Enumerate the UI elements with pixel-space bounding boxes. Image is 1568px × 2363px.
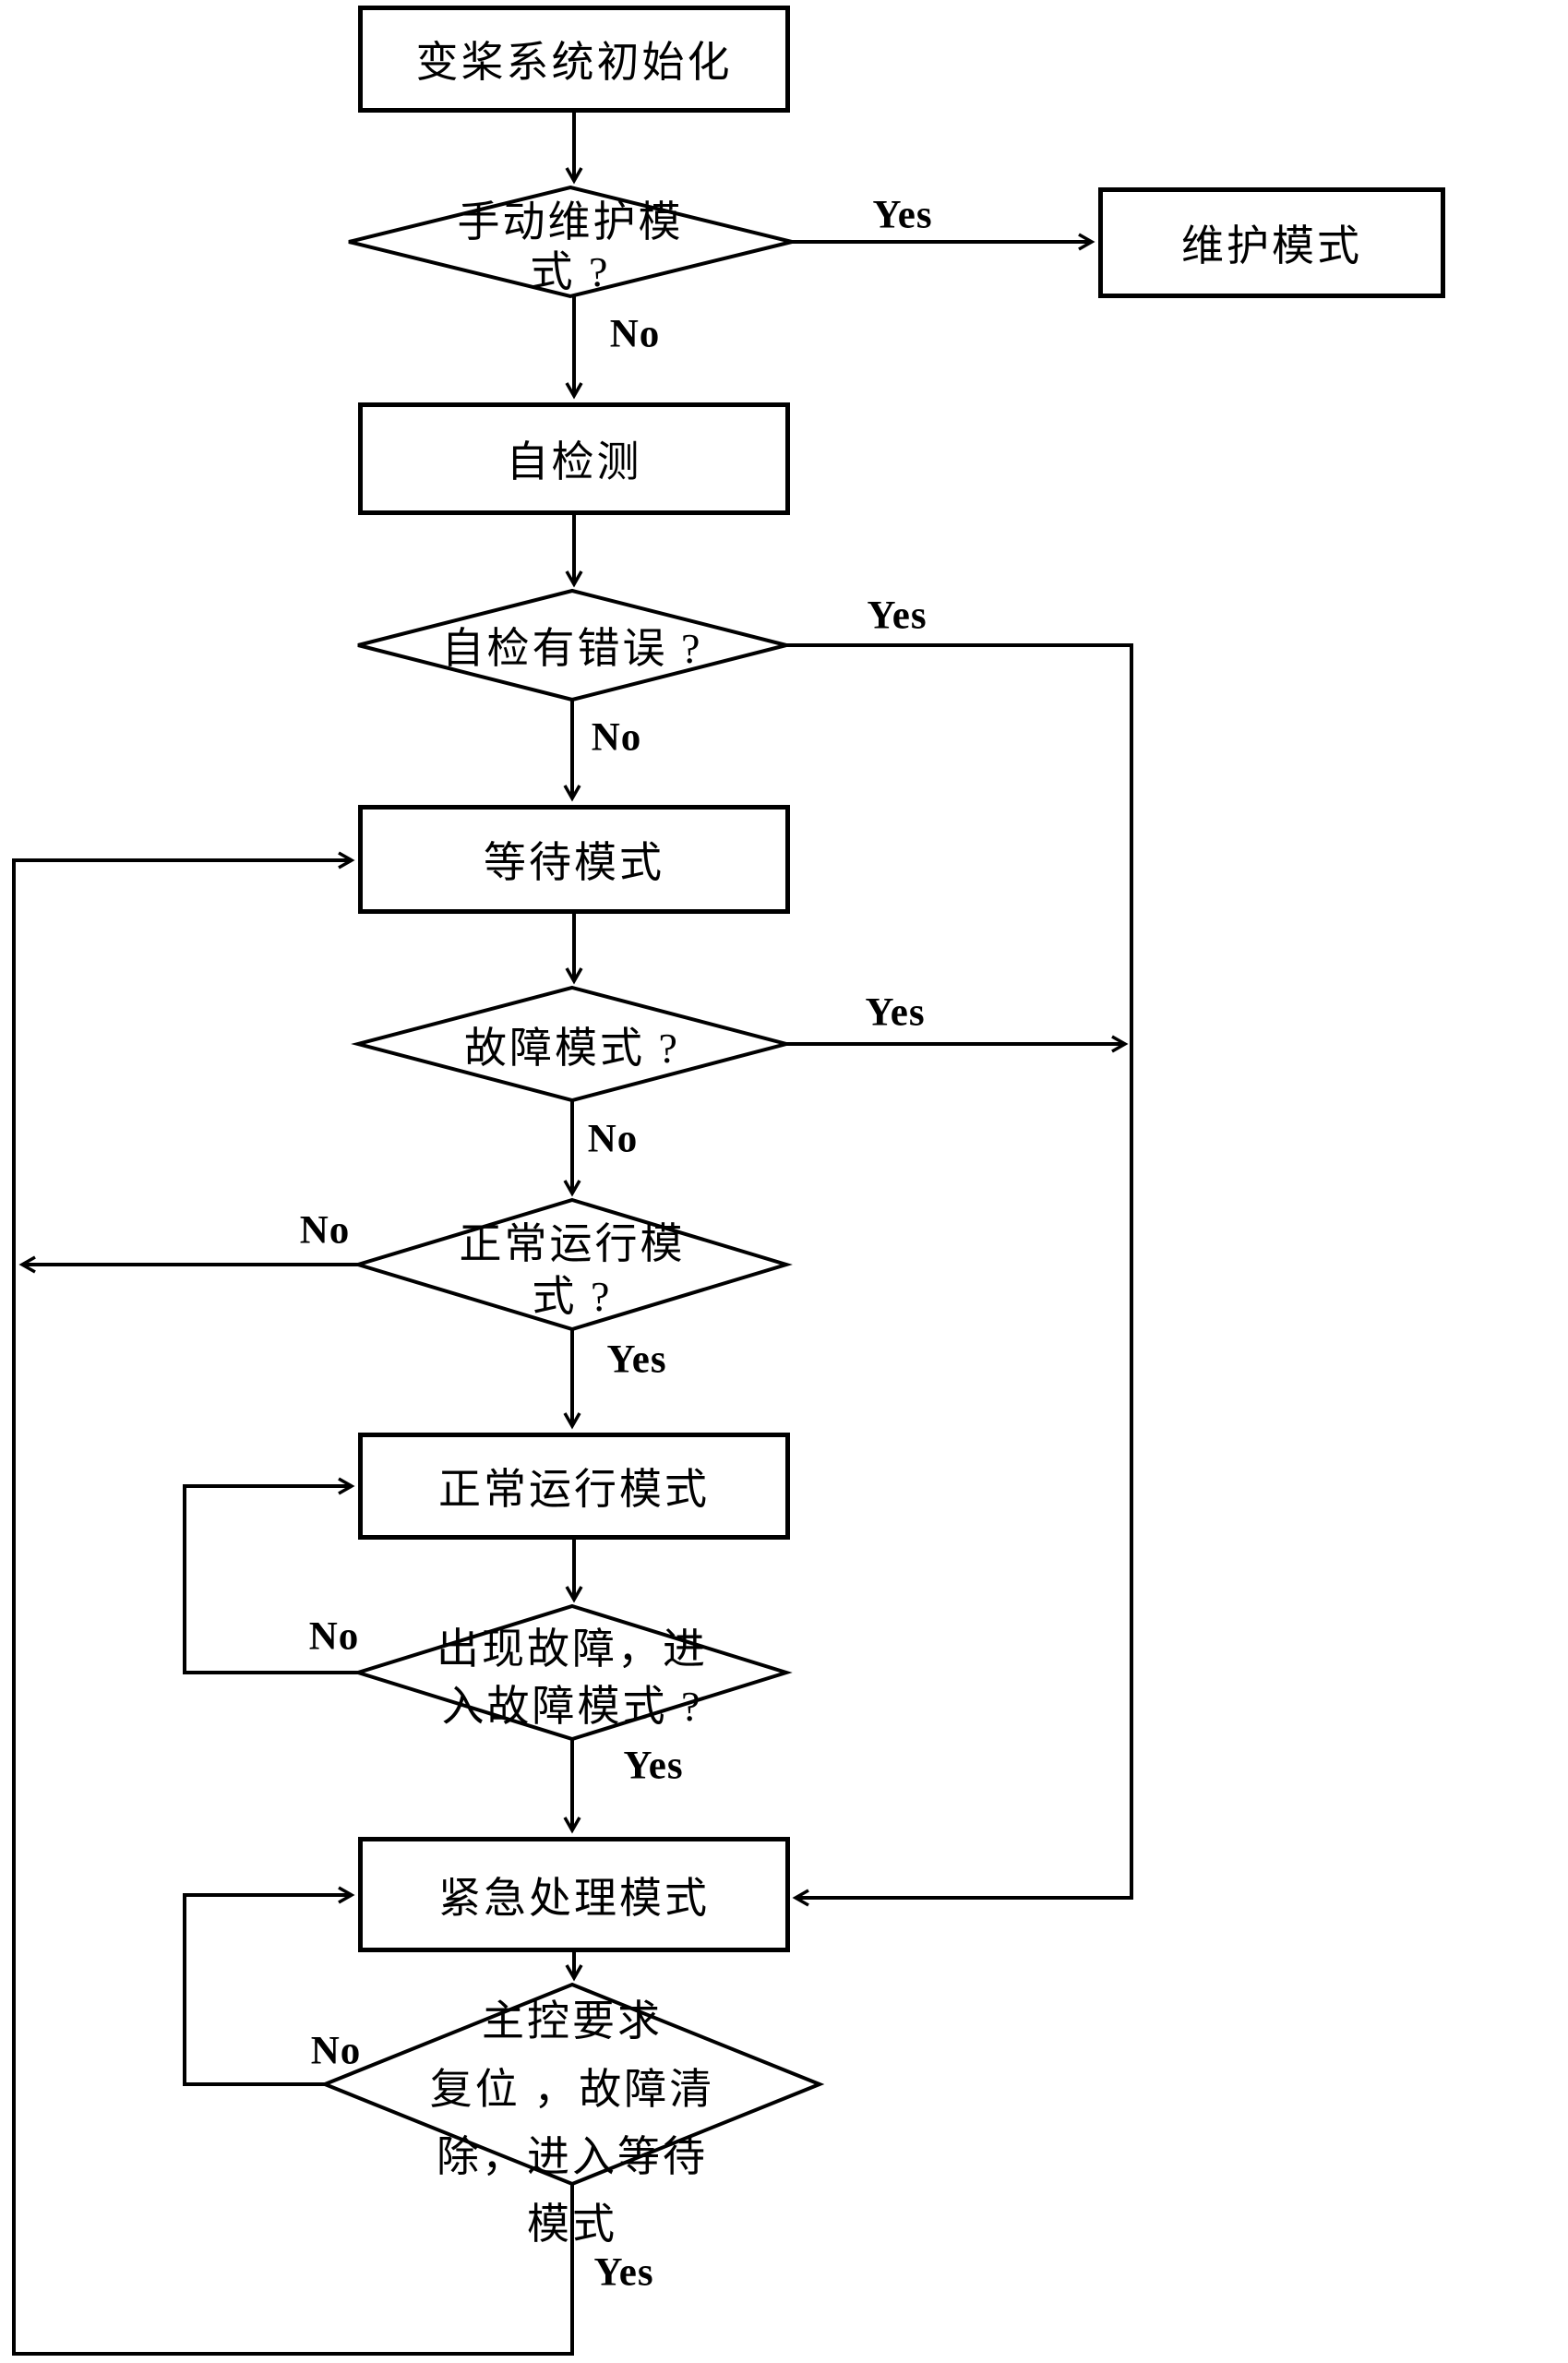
decision-reset-request-shape xyxy=(319,1982,825,2187)
decision-reset-request-label-line3: 除，进入等待 xyxy=(437,2133,708,2180)
edge-label-reset-no: No xyxy=(310,2029,362,2073)
edge-label-manual-yes: Yes xyxy=(872,193,933,237)
decision-normal-mode-label-line1: 正常运行模 xyxy=(459,1220,686,1267)
edge-reset-no-loop-to-emergency xyxy=(183,1886,355,2086)
process-wait-box: 等待模式 xyxy=(358,805,790,914)
decision-manual-maintenance-shape xyxy=(348,185,793,299)
process-emergency-box: 紧急处理模式 xyxy=(358,1837,790,1952)
decision-fault-occurs-label-line1: 出现故障，进 xyxy=(437,1625,708,1673)
edge-label-faultoccur-yes: Yes xyxy=(623,1744,684,1788)
decision-normal-mode-label-line2: 式 ? xyxy=(532,1273,613,1320)
edge-selferr-yes-to-emergency xyxy=(786,643,1133,1907)
edge-reset-yes-loop-to-wait xyxy=(12,851,574,2356)
edge-label-normalq-yes: Yes xyxy=(606,1337,667,1382)
edge-label-fault-no: No xyxy=(587,1117,639,1161)
decision-reset-request-label-line4: 模式 xyxy=(527,2201,617,2248)
decision-fault-occurs-label-line2: 入故障模式 ? xyxy=(441,1683,703,1730)
process-init-box: 变桨系统初始化 xyxy=(358,6,790,113)
process-emergency-label: 紧急处理模式 xyxy=(438,1874,710,1922)
decision-reset-request-label-line2: 复位 ，故障清 xyxy=(429,2066,715,2113)
edge-label-reset-yes: Yes xyxy=(593,2250,654,2295)
process-selftest-box: 自检测 xyxy=(358,402,790,515)
decision-fault-mode-shape xyxy=(351,985,794,1103)
edge-label-selferr-no: No xyxy=(591,715,642,760)
decision-selftest-error-label: 自检有错误 ? xyxy=(441,625,703,672)
decision-fault-mode-label: 故障模式 ? xyxy=(464,1025,680,1072)
process-wait-label: 等待模式 xyxy=(484,839,664,886)
process-normal-box: 正常运行模式 xyxy=(358,1433,790,1540)
process-selftest-label: 自检测 xyxy=(506,438,642,486)
process-maintenance-box: 维护模式 xyxy=(1098,187,1445,298)
decision-manual-maintenance-label-line1: 手动维护模 xyxy=(457,198,684,246)
process-init-label: 变桨系统初始化 xyxy=(415,39,733,86)
decision-normal-mode-shape xyxy=(352,1197,793,1332)
process-normal-label: 正常运行模式 xyxy=(438,1466,710,1513)
edge-label-normalq-no: No xyxy=(299,1208,351,1253)
decision-manual-maintenance-label-line2: 式 ? xyxy=(530,248,611,295)
edge-label-selferr-yes: Yes xyxy=(867,594,928,638)
edge-label-manual-no: No xyxy=(609,312,661,356)
edge-faultoccur-no-loop-to-normal xyxy=(183,1477,358,1674)
edge-label-fault-yes: Yes xyxy=(865,990,926,1035)
decision-selftest-error-shape xyxy=(357,588,787,702)
decision-fault-occurs-shape xyxy=(352,1603,793,1742)
decision-reset-request-label-line1: 主控要求 xyxy=(482,1997,663,2045)
edge-label-faultoccur-no: No xyxy=(308,1614,360,1659)
process-maintenance-label: 维护模式 xyxy=(1181,222,1362,270)
